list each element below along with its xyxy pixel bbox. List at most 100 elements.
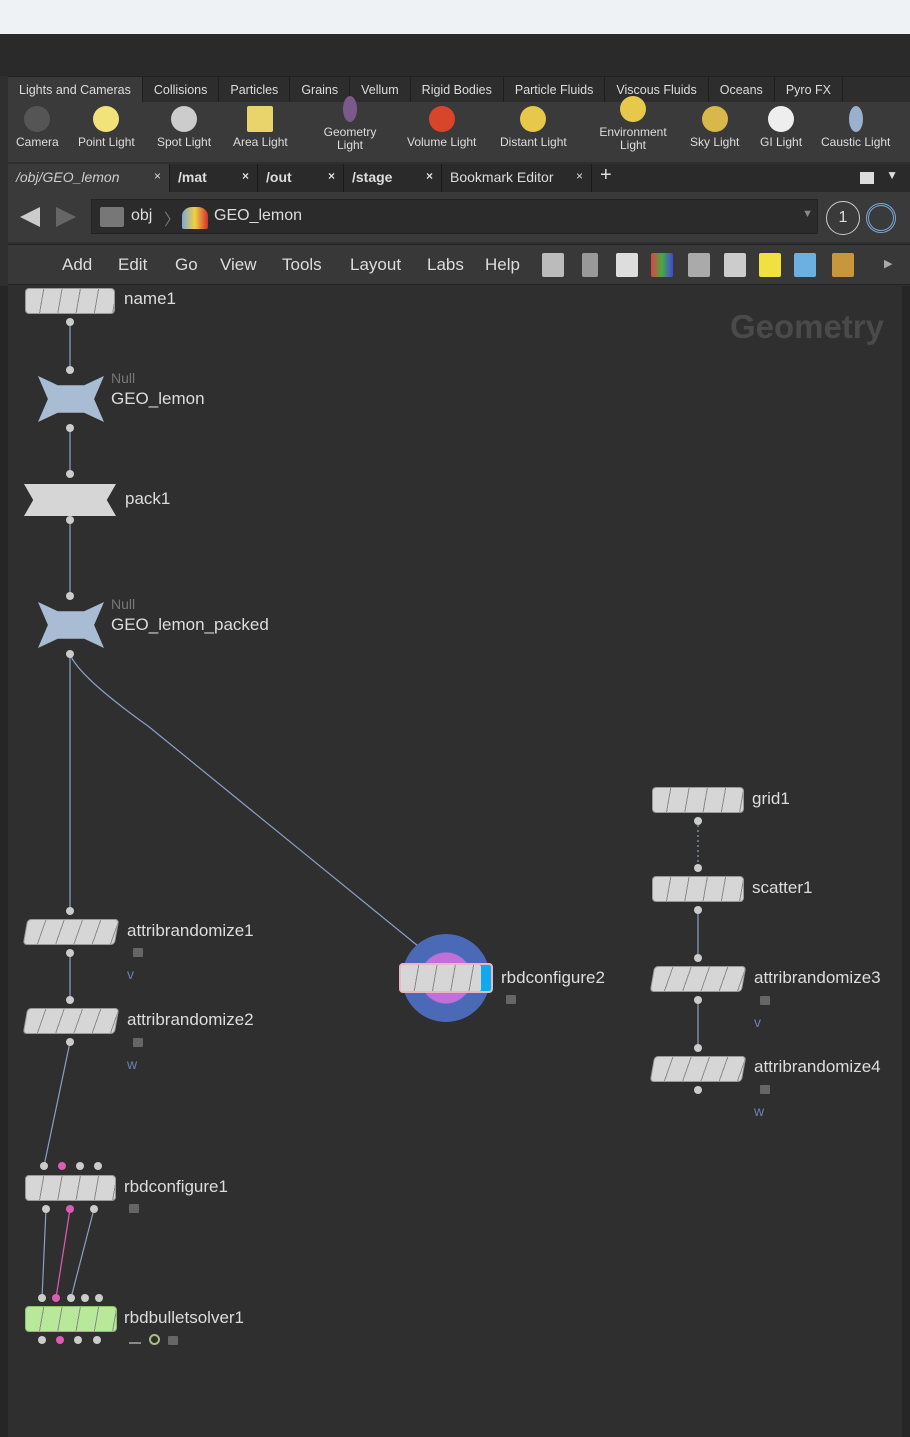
tool-camera[interactable]: Camera	[16, 106, 59, 149]
tool-point-light[interactable]: Point Light	[78, 106, 135, 149]
close-icon[interactable]: ×	[241, 169, 249, 183]
menu-labs[interactable]: Labs	[427, 255, 464, 274]
close-icon[interactable]: ×	[327, 169, 335, 183]
pane-tab-stage[interactable]: /stage×	[344, 164, 442, 192]
output-connector[interactable]	[93, 1336, 101, 1344]
input-connector[interactable]	[66, 907, 74, 915]
node-rbdconfigure2[interactable]	[399, 963, 493, 993]
tool-volume-light[interactable]: Volume Light	[407, 106, 476, 149]
node-attribrandomize3[interactable]	[649, 966, 747, 992]
input-connector[interactable]	[76, 1162, 84, 1170]
close-icon[interactable]: ×	[425, 169, 433, 183]
node-attribrandomize2[interactable]	[22, 1008, 120, 1034]
input-connector[interactable]	[694, 864, 702, 872]
background-image-icon[interactable]	[794, 253, 816, 277]
network-box-icon[interactable]	[724, 253, 746, 277]
link-icon[interactable]	[866, 203, 896, 233]
back-arrow-icon[interactable]	[20, 207, 40, 227]
menu-go[interactable]: Go	[175, 255, 198, 274]
tool-caustic-light[interactable]: Caustic Light	[821, 106, 890, 149]
node-scatter1[interactable]	[652, 876, 744, 902]
input-connector[interactable]	[694, 954, 702, 962]
input-connector[interactable]	[40, 1162, 48, 1170]
pane-tab-bookmark-editor[interactable]: Bookmark Editor×	[442, 164, 592, 192]
menu-scroll-right-icon[interactable]: ▶	[884, 258, 893, 270]
node-rbdbulletsolver1[interactable]	[25, 1306, 117, 1332]
path-field[interactable]: obj 〉 GEO_lemon ▼	[91, 199, 818, 234]
node-name1[interactable]	[25, 288, 115, 314]
maximize-icon[interactable]	[860, 172, 874, 184]
output-connector[interactable]	[694, 1086, 702, 1094]
pane-tab-out[interactable]: /out×	[258, 164, 344, 192]
tree-view-icon[interactable]	[582, 253, 598, 277]
pane-tab-mat[interactable]: /mat×	[170, 164, 258, 192]
tool-geometry-light[interactable]: Geometry Light	[316, 96, 384, 152]
tool-distant-light[interactable]: Distant Light	[500, 106, 567, 149]
path-root[interactable]: obj	[131, 207, 153, 224]
input-connector[interactable]	[694, 1044, 702, 1052]
grid-view-icon[interactable]	[688, 253, 710, 277]
menu-layout[interactable]: Layout	[350, 255, 402, 274]
tool-gi-light[interactable]: GI Light	[760, 106, 802, 149]
output-connector[interactable]	[74, 1336, 82, 1344]
color-palette-icon[interactable]	[651, 253, 673, 277]
output-connector[interactable]	[66, 318, 74, 326]
menu-tools[interactable]: Tools	[282, 255, 322, 274]
close-icon[interactable]: ×	[575, 169, 583, 183]
subnet-box-icon[interactable]	[832, 253, 854, 277]
menu-help[interactable]: Help	[485, 255, 520, 274]
pin-badge[interactable]: 1	[826, 201, 860, 235]
node-pack1[interactable]	[24, 484, 116, 516]
output-connector[interactable]	[56, 1336, 64, 1344]
pane-tab-geo-lemon[interactable]: /obj/GEO_lemon×	[8, 164, 170, 192]
input-connector[interactable]	[38, 1294, 46, 1302]
output-connector[interactable]	[42, 1205, 50, 1213]
list-view-icon[interactable]	[616, 253, 638, 277]
output-connector[interactable]	[66, 424, 74, 432]
path-current[interactable]: GEO_lemon	[214, 207, 303, 224]
output-connector[interactable]	[66, 1205, 74, 1213]
path-dropdown-icon[interactable]: ▼	[802, 208, 813, 220]
network-editor[interactable]: Geometry name1 Null GEO_lemon pack1 Null…	[8, 286, 902, 1437]
node-rbdconfigure1[interactable]	[25, 1175, 116, 1201]
shelf-tab-grains[interactable]: Grains	[290, 77, 351, 102]
shelf-tab-viscous-fluids[interactable]: Viscous Fluids	[605, 77, 709, 102]
shelf-tab-lights-cameras[interactable]: Lights and Cameras	[8, 77, 143, 102]
shelf-tab-pyro-fx[interactable]: Pyro FX	[775, 77, 843, 102]
input-connector[interactable]	[94, 1162, 102, 1170]
output-connector[interactable]	[66, 650, 74, 658]
output-connector[interactable]	[90, 1205, 98, 1213]
sticky-note-icon[interactable]	[759, 253, 781, 277]
input-connector[interactable]	[66, 470, 74, 478]
shelf-tab-oceans[interactable]: Oceans	[709, 77, 775, 102]
tool-environment-light[interactable]: Environment Light	[588, 96, 678, 152]
tools-wrench-icon[interactable]	[542, 253, 564, 277]
pane-menu-chevron-icon[interactable]: ▼	[886, 168, 898, 182]
add-tab-button[interactable]: +	[600, 164, 612, 186]
tool-spot-light[interactable]: Spot Light	[157, 106, 211, 149]
node-attribrandomize1[interactable]	[22, 919, 120, 945]
close-icon[interactable]: ×	[153, 169, 161, 183]
menu-view[interactable]: View	[220, 255, 257, 274]
tool-sky-light[interactable]: Sky Light	[690, 106, 739, 149]
output-connector[interactable]	[694, 906, 702, 914]
input-connector[interactable]	[66, 366, 74, 374]
shelf-tab-vellum[interactable]: Vellum	[350, 77, 411, 102]
shelf-tab-collisions[interactable]: Collisions	[143, 77, 220, 102]
input-connector[interactable]	[66, 996, 74, 1004]
output-connector[interactable]	[66, 1038, 74, 1046]
shelf-tab-particles[interactable]: Particles	[219, 77, 291, 102]
input-connector[interactable]	[81, 1294, 89, 1302]
shelf-tab-rigid-bodies[interactable]: Rigid Bodies	[411, 77, 504, 102]
input-connector[interactable]	[67, 1294, 75, 1302]
output-connector[interactable]	[66, 949, 74, 957]
menu-add[interactable]: Add	[62, 255, 93, 274]
tool-area-light[interactable]: Area Light	[233, 106, 288, 149]
node-attribrandomize4[interactable]	[649, 1056, 747, 1082]
output-connector[interactable]	[694, 996, 702, 1004]
output-connector[interactable]	[694, 817, 702, 825]
input-connector[interactable]	[95, 1294, 103, 1302]
shelf-tab-particle-fluids[interactable]: Particle Fluids	[504, 77, 606, 102]
output-connector[interactable]	[66, 516, 74, 524]
input-connector[interactable]	[58, 1162, 66, 1170]
